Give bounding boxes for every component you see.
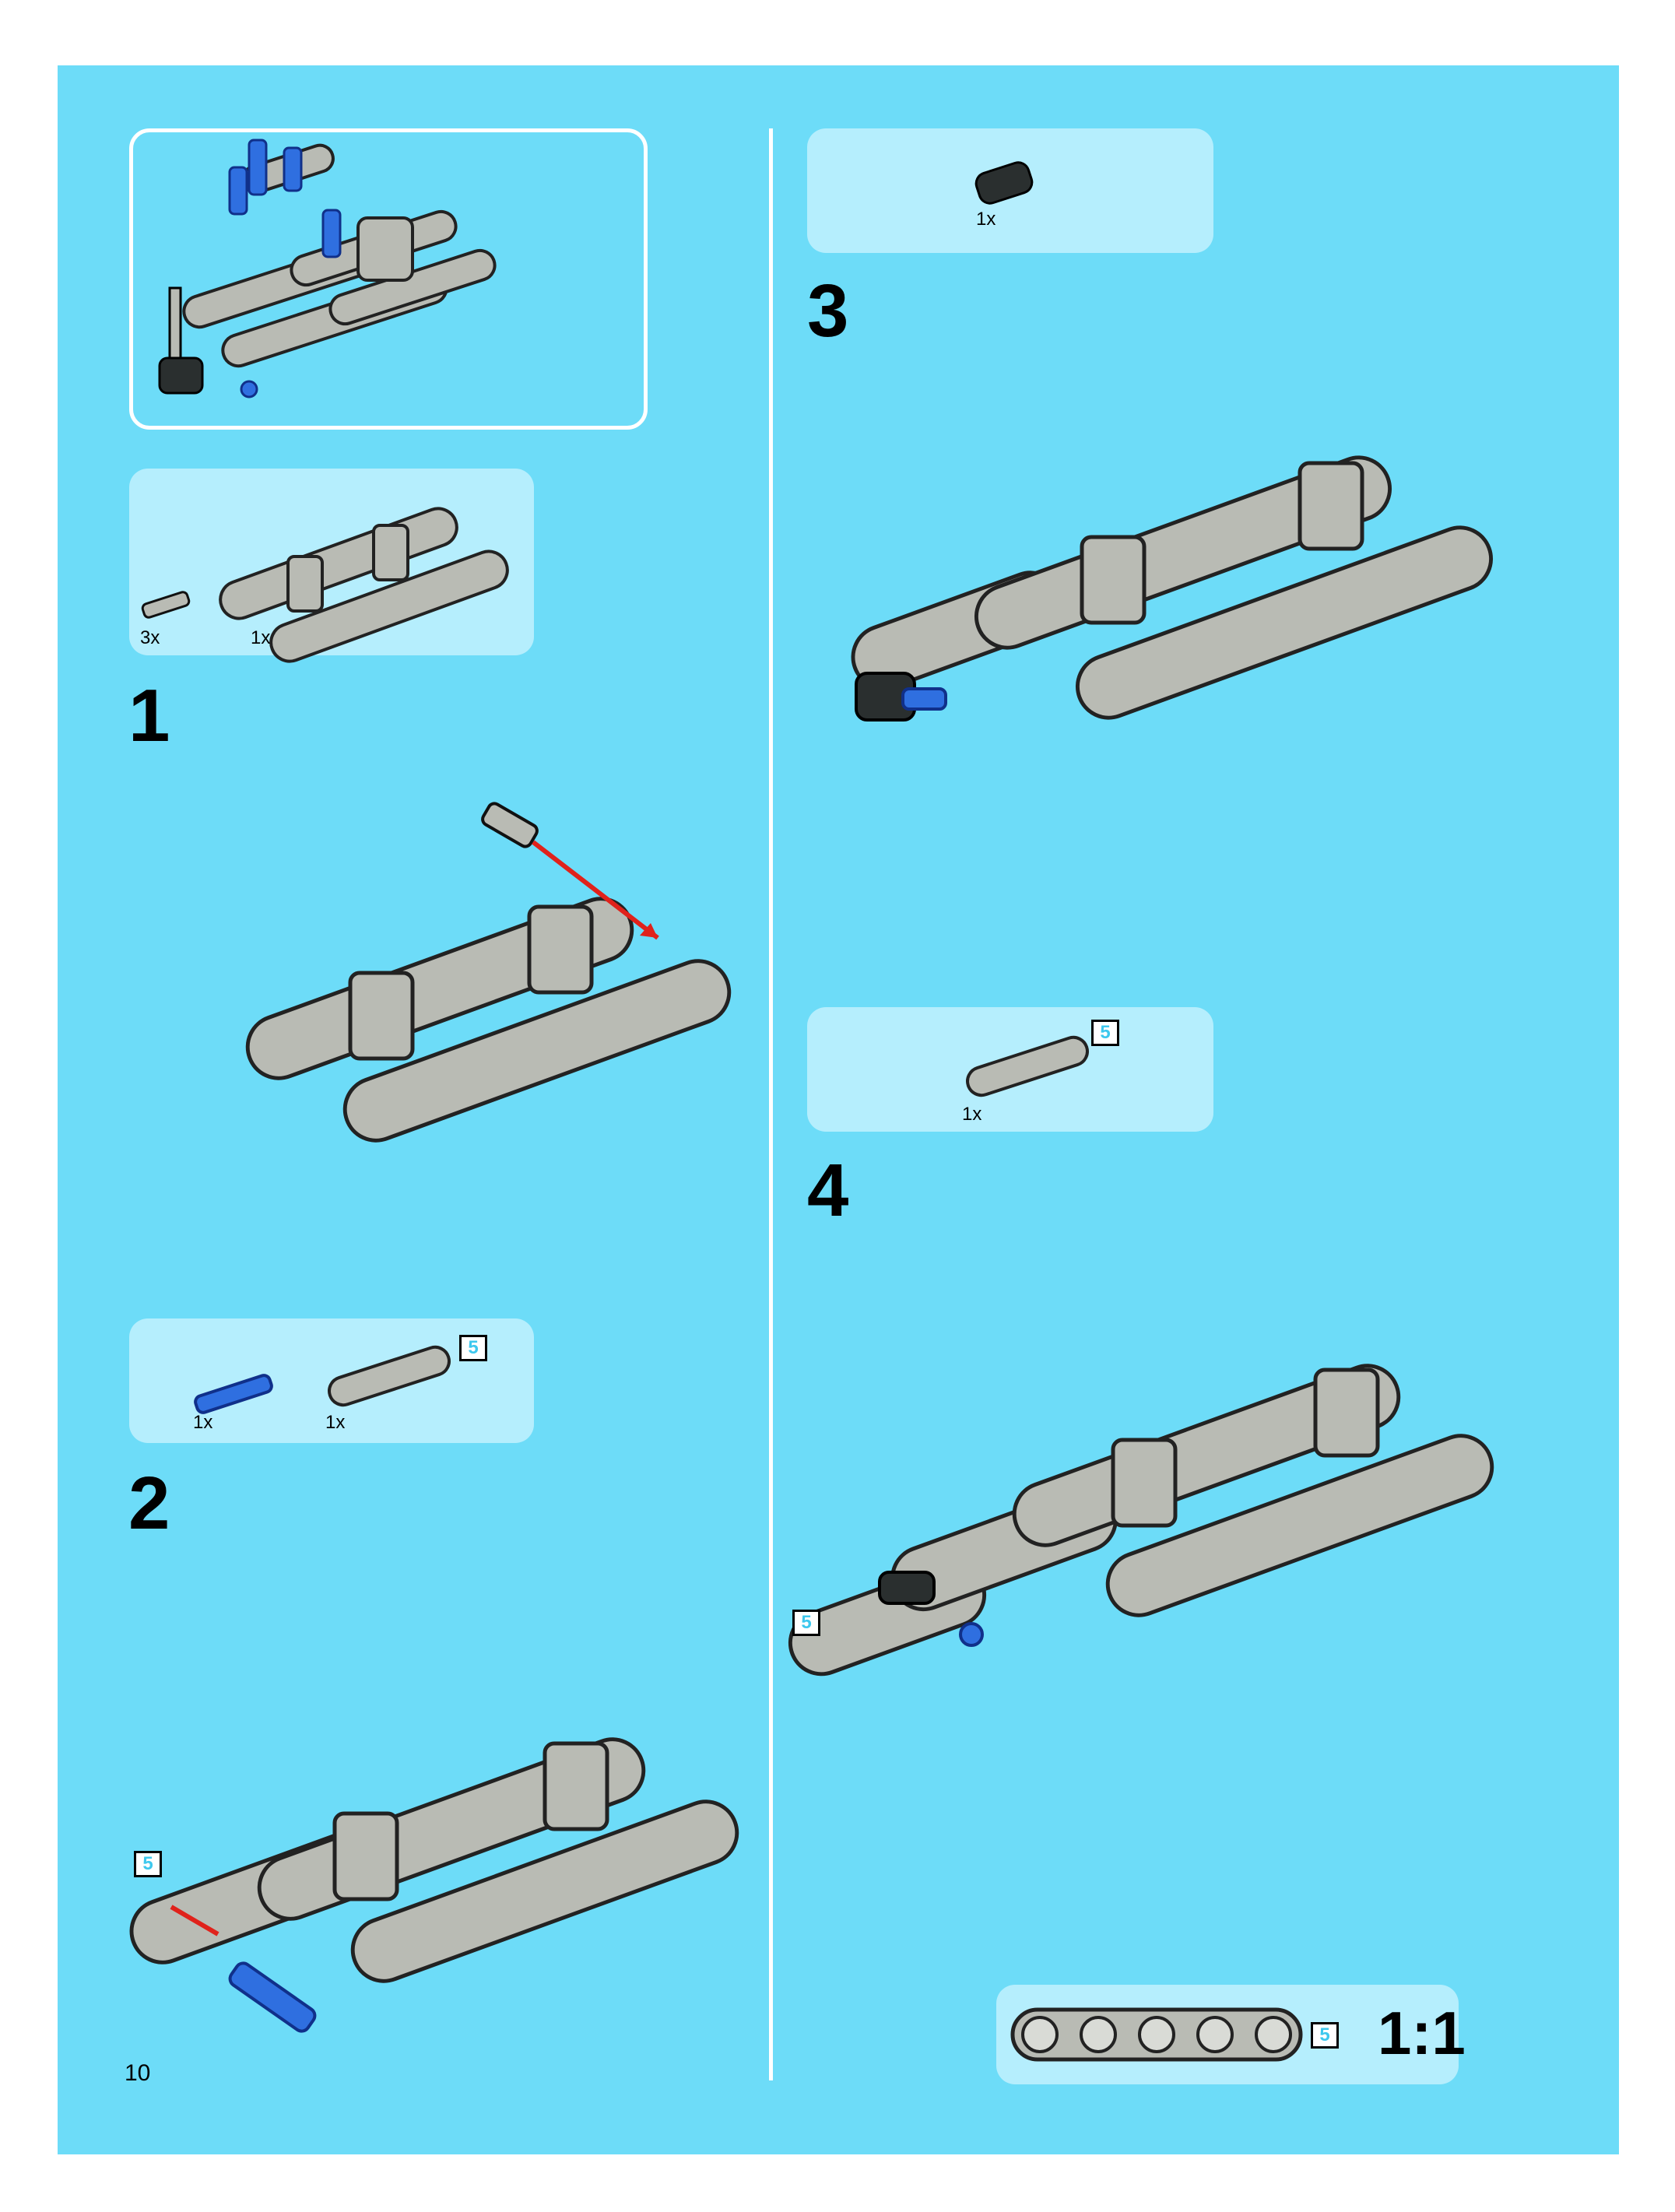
scale-length-tag: 5	[1311, 2022, 1339, 2049]
step-3-part-1-qty: 1x	[976, 210, 996, 229]
step-4-illustration	[786, 1323, 1518, 1712]
black-cross-block-icon	[973, 160, 1035, 206]
step-1-number: 1	[128, 679, 170, 753]
blue-axle-pin-icon	[191, 1370, 276, 1417]
step-4-length-tag: 5	[1091, 1020, 1119, 1046]
model-preview-illustration	[132, 132, 646, 428]
step-1-part-2-qty: 1x	[251, 629, 270, 648]
connector-peg-icon	[139, 592, 201, 623]
step-2-number: 2	[128, 1466, 170, 1541]
step-4-part-1-qty: 1x	[962, 1105, 981, 1124]
page-number: 10	[125, 2060, 150, 2087]
step-2-part-1-qty: 1x	[193, 1413, 212, 1432]
step-2-length-tag: 5	[459, 1335, 487, 1361]
step-1-part-1-qty: 3x	[140, 629, 160, 648]
column-divider	[769, 128, 773, 2080]
step-3-illustration	[848, 420, 1502, 747]
scale-label: 1:1	[1378, 2003, 1466, 2063]
beam-5-icon	[323, 1339, 455, 1413]
step-3-number: 3	[807, 274, 848, 349]
step-2-callout-tag: 5	[134, 1851, 162, 1877]
ladder-frame-icon	[210, 471, 529, 646]
beam-5-icon	[961, 1029, 1094, 1103]
scale-beam-5-icon	[1010, 2006, 1306, 2064]
step-2-part-2-qty: 1x	[325, 1413, 345, 1432]
step-4-number: 4	[807, 1153, 848, 1228]
step-4-callout-tag: 5	[792, 1610, 820, 1636]
step-2-illustration	[125, 1666, 763, 2055]
step-1-illustration	[234, 794, 763, 1167]
